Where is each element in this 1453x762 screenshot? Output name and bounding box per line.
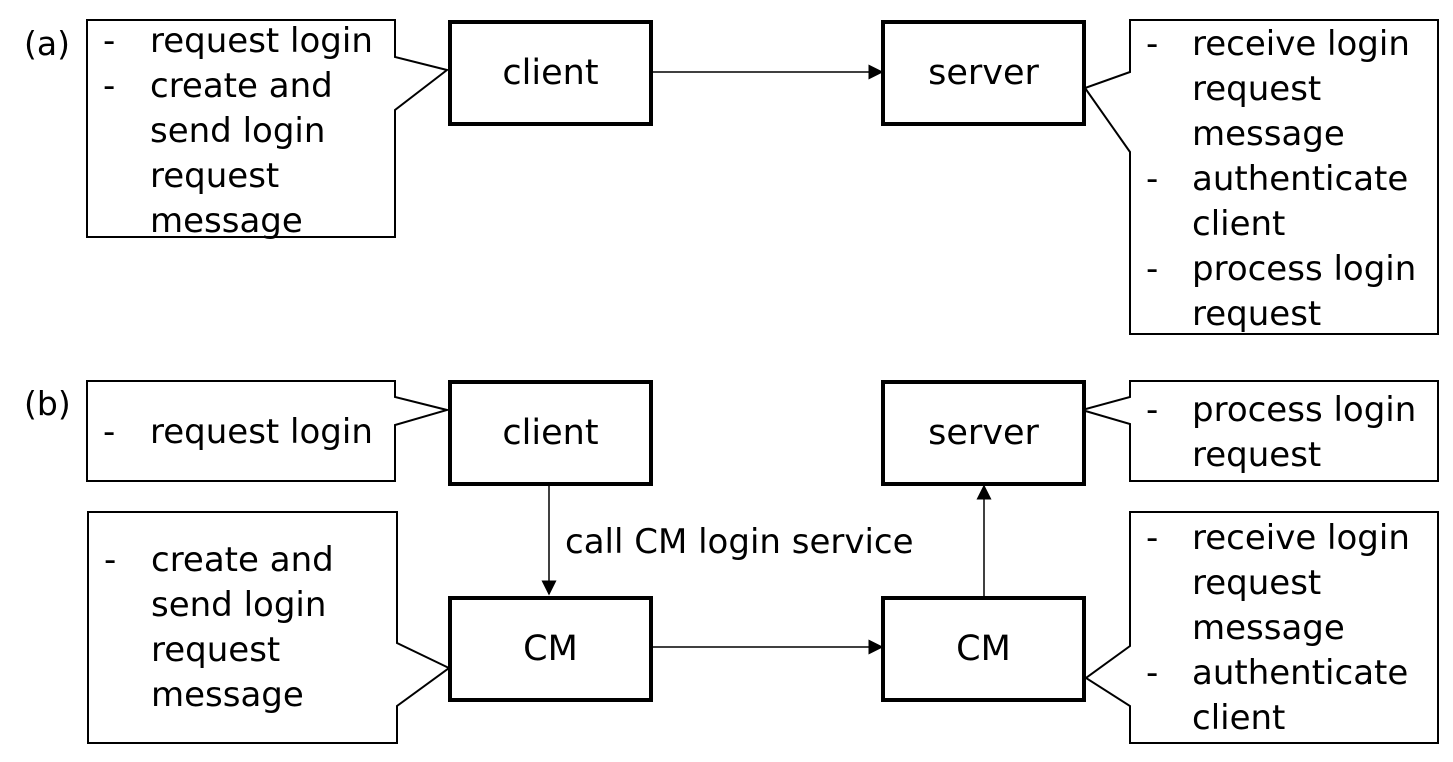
note-item: - authenticate client	[1146, 157, 1436, 247]
note-item-text: process login request	[1192, 390, 1417, 475]
bullet-dash: -	[1146, 518, 1159, 558]
node-b-cm-client: CM	[448, 596, 653, 702]
bullet-dash: -	[103, 66, 116, 106]
note-item-text: request login	[150, 21, 373, 61]
note-item: - process login request	[1146, 388, 1436, 478]
note-item-text: receive login request message	[1192, 518, 1410, 648]
bullet-dash: -	[1146, 24, 1159, 64]
node-a-server: server	[881, 20, 1086, 126]
bullet-dash: -	[104, 540, 117, 580]
bullet-dash: -	[1146, 653, 1159, 693]
bullet-dash: -	[1146, 249, 1159, 289]
note-item: - request login	[103, 19, 393, 64]
note-b-server: - process login request	[1146, 388, 1436, 478]
note-b-client: - request login	[103, 410, 393, 455]
note-item-text: receive login request message	[1192, 24, 1410, 154]
note-a-client: - request login - create and send login …	[103, 19, 393, 244]
note-item-text: process login request	[1192, 249, 1417, 334]
note-item-text: authenticate client	[1192, 653, 1409, 738]
node-b-cm-server: CM	[881, 596, 1086, 702]
note-item: - process login request	[1146, 247, 1436, 337]
node-b-client: client	[448, 380, 653, 486]
note-item-text: authenticate client	[1192, 159, 1409, 244]
panel-b-label: (b)	[24, 384, 71, 423]
note-item: - create and send login request message	[103, 64, 393, 244]
note-b-cm-server: - receive login request message - authen…	[1146, 516, 1436, 741]
panel-a-label: (a)	[24, 24, 70, 63]
edge-label-call-cm-login: call CM login service	[565, 522, 914, 562]
callout-b-cm-client-outline	[87, 511, 451, 744]
bullet-dash: -	[103, 21, 116, 61]
node-a-client: client	[448, 20, 653, 126]
note-item: - receive login request message	[1146, 516, 1436, 651]
callout-b-client-outline	[86, 380, 451, 482]
bullet-dash: -	[1146, 159, 1159, 199]
callout-b-server-outline	[1078, 380, 1439, 482]
bullet-dash: -	[103, 412, 116, 452]
note-item-text: create and send login request message	[151, 540, 334, 715]
note-item: - authenticate client	[1146, 651, 1436, 741]
note-item-text: create and send login request message	[150, 66, 333, 241]
callout-b-cm-server-outline	[1084, 511, 1439, 744]
note-b-cm-client: - create and send login request message	[104, 538, 394, 718]
note-item-text: request login	[150, 412, 373, 452]
note-item: - create and send login request message	[104, 538, 394, 718]
callout-a-server-outline	[1083, 19, 1439, 335]
note-item: - receive login request message	[1146, 22, 1436, 157]
callout-a-client-outline	[86, 19, 450, 238]
bullet-dash: -	[1146, 390, 1159, 430]
note-a-server: - receive login request message - authen…	[1146, 22, 1436, 337]
note-item: - request login	[103, 410, 393, 455]
node-b-server: server	[881, 380, 1086, 486]
